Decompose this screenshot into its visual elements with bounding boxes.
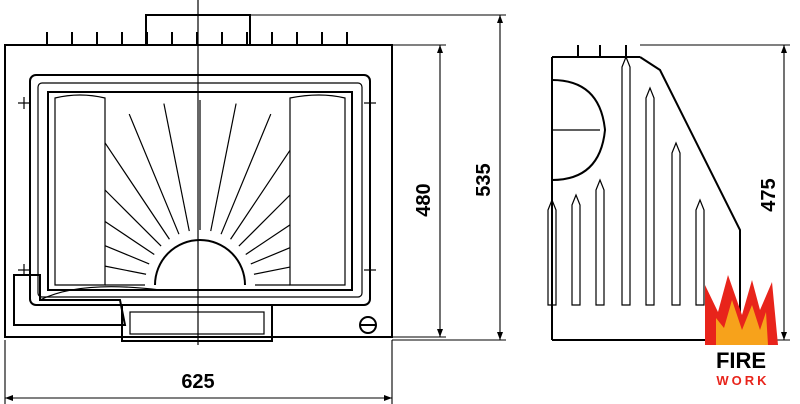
sunburst-ray — [104, 142, 170, 240]
sunburst-ray — [104, 265, 147, 275]
glass-panel — [47, 91, 353, 291]
dimension-side-height-label: 475 — [758, 178, 780, 211]
door-frame-inner — [37, 82, 363, 298]
ash-drawer-handle — [129, 311, 265, 335]
sunburst-ray — [104, 245, 150, 265]
hinge-bracket — [13, 274, 127, 326]
dimension-side-height: 475 — [640, 44, 790, 341]
sunburst-ray — [128, 113, 180, 235]
side-fins — [547, 55, 705, 306]
bolt-right-top — [364, 97, 376, 109]
dimension-inner-height-label: 480 — [413, 183, 435, 216]
glass-left-reflection — [54, 94, 106, 286]
side-top-pins — [577, 45, 627, 57]
sunburst-plate — [104, 100, 291, 286]
front-view — [4, 0, 393, 345]
sunburst-ray — [230, 149, 291, 240]
sunburst-ray — [245, 224, 291, 255]
side-fin — [595, 178, 605, 306]
glass-right-reflection — [289, 94, 346, 286]
ash-drawer — [121, 304, 273, 342]
door-handle — [39, 286, 161, 301]
side-fin — [695, 198, 705, 306]
dimension-width-label: 625 — [181, 371, 214, 393]
side-front-slope — [639, 56, 741, 340]
dimension-width: 625 — [4, 340, 393, 404]
side-fin — [571, 193, 581, 306]
sunburst-ray — [104, 189, 162, 247]
top-pins — [46, 32, 348, 45]
bolt-left-top — [18, 97, 30, 109]
sunburst-ray — [238, 194, 291, 247]
sunburst-ray — [250, 247, 291, 265]
air-regulator-screw — [359, 316, 377, 334]
sunburst-ray — [210, 103, 237, 232]
side-fin — [547, 198, 557, 306]
sunburst-ray — [220, 113, 272, 235]
sunburst-ray — [253, 266, 291, 275]
logo-text-work: WORK — [716, 373, 769, 388]
firework-logo: FIRE WORK — [705, 275, 778, 388]
side-fin — [671, 141, 681, 306]
dimension-total-height: 535 — [250, 14, 506, 341]
sunburst-ray — [104, 221, 155, 255]
center-arch — [154, 239, 246, 286]
side-fin — [621, 55, 631, 306]
logo-text-fire: FIRE — [716, 348, 766, 373]
flame-inner-icon — [716, 300, 768, 345]
dimension-total-height-label: 535 — [473, 163, 495, 196]
side-flue-circle — [551, 79, 607, 181]
side-fin — [645, 86, 655, 306]
sunburst-ray — [163, 103, 190, 232]
bolt-right-bottom — [364, 264, 376, 276]
bolt-left-bottom — [18, 264, 30, 276]
side-view — [547, 45, 741, 341]
dimension-inner-height: 480 — [392, 44, 446, 338]
